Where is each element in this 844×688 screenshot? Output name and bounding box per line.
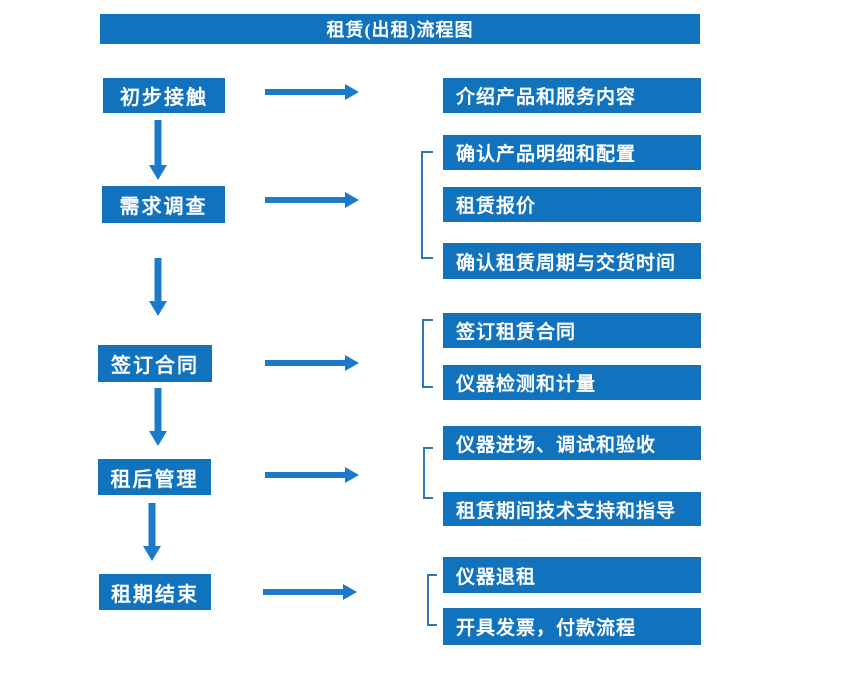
step-sign-contract: 签订合同 <box>98 345 212 382</box>
step-post-rental-management: 租后管理 <box>98 459 211 495</box>
arrow-right-step3 <box>265 355 359 371</box>
bracket-step4-details <box>423 447 433 499</box>
detail-introduce-products-services: 介绍产品和服务内容 <box>443 78 701 113</box>
bracket-step2-details <box>421 151 433 259</box>
bracket-step3-details <box>422 319 433 388</box>
arrow-down-step2-step3 <box>149 258 167 316</box>
arrow-right-step4 <box>265 467 359 483</box>
arrow-right-step2 <box>265 192 359 208</box>
arrow-right-step1 <box>265 84 359 100</box>
detail-tech-support-guidance: 租赁期间技术支持和指导 <box>443 492 701 526</box>
detail-rental-quote: 租赁报价 <box>443 187 701 222</box>
title-bar: 租赁(出租)流程图 <box>100 14 700 44</box>
detail-instrument-setup-acceptance: 仪器进场、调试和验收 <box>443 426 701 460</box>
detail-invoice-payment: 开具发票，付款流程 <box>443 608 701 645</box>
bracket-step5-details <box>427 574 437 626</box>
arrow-right-step5 <box>263 584 357 600</box>
arrow-down-step3-step4 <box>149 388 167 446</box>
page-title: 租赁(出租)流程图 <box>326 20 474 40</box>
detail-instrument-inspection: 仪器检测和计量 <box>443 365 701 400</box>
detail-sign-rental-contract: 签订租赁合同 <box>443 313 701 348</box>
detail-confirm-period-delivery: 确认租赁周期与交货时间 <box>443 243 701 279</box>
detail-confirm-product-config: 确认产品明细和配置 <box>443 135 701 170</box>
step-demand-survey: 需求调查 <box>102 186 225 223</box>
detail-instrument-return: 仪器退租 <box>443 557 701 593</box>
arrow-down-step4-step5 <box>143 503 161 561</box>
step-rental-period-end: 租期结束 <box>99 574 211 610</box>
arrow-down-step1-step2 <box>149 120 167 180</box>
step-initial-contact: 初步接触 <box>103 78 225 113</box>
